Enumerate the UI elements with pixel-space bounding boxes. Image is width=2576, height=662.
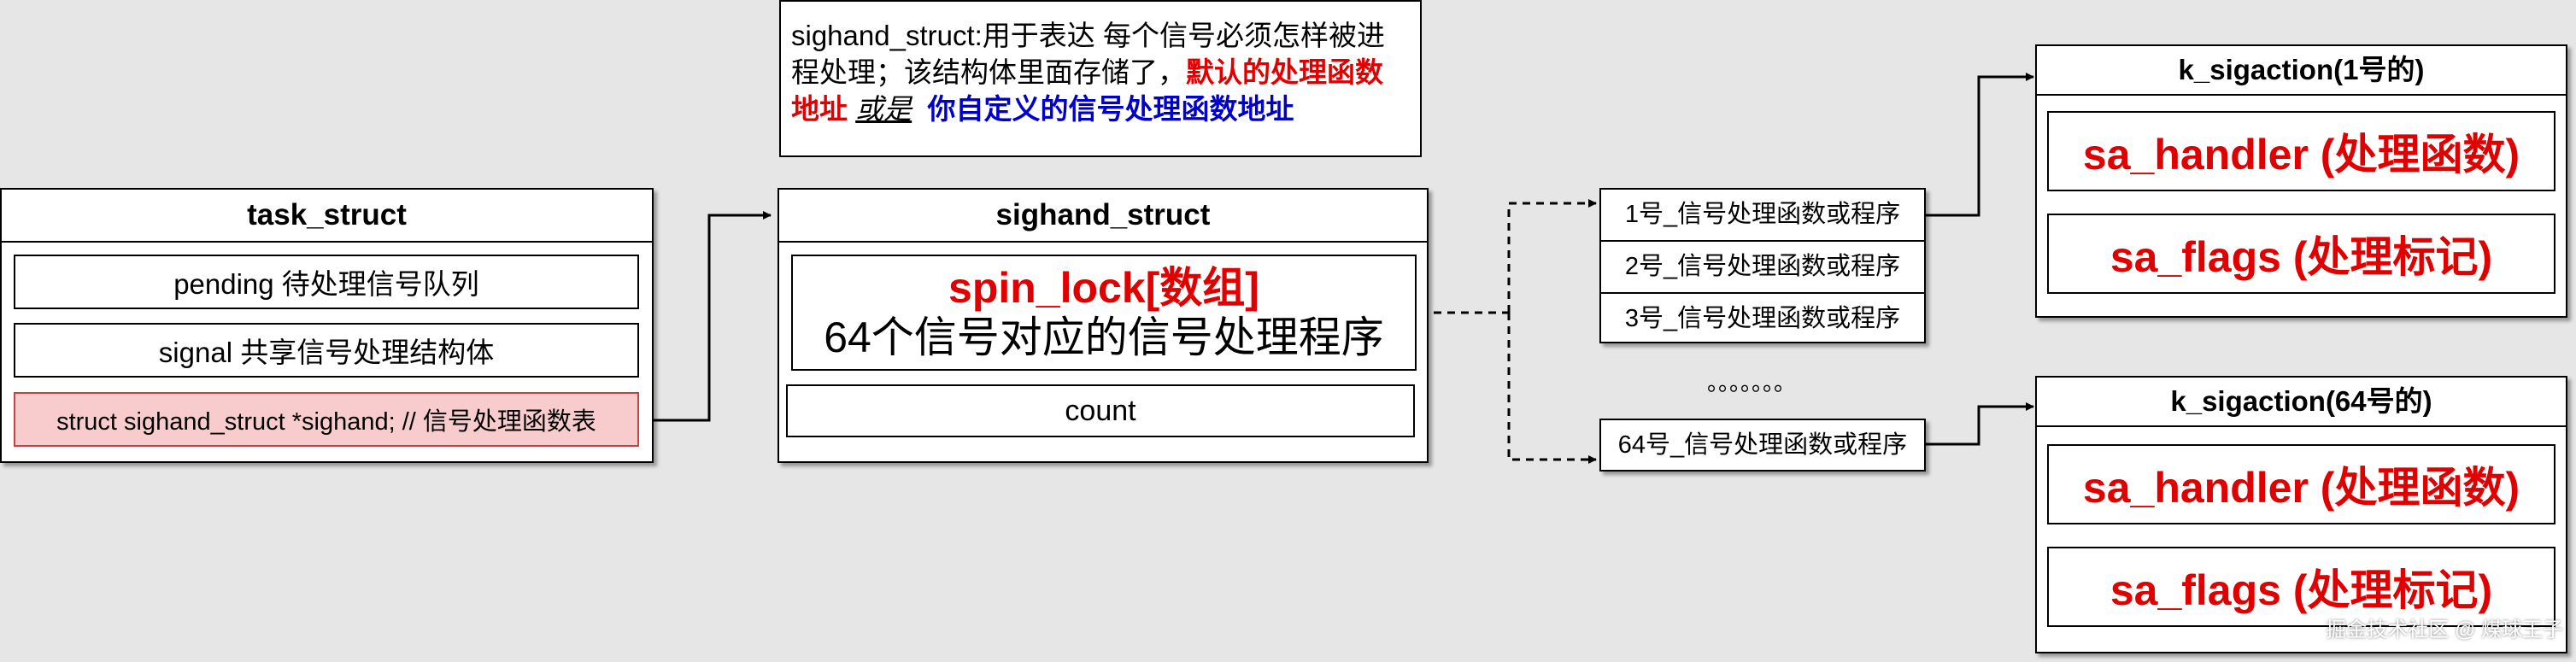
description-text: sighand_struct:用于表达 每个信号必须怎样被进程处理；该结构体里面… (781, 2, 1420, 127)
watermark: 掘金技术社区 @ 煤球王子 (2326, 618, 2563, 641)
field-pending: pending 待处理信号队列 (14, 255, 639, 309)
description-custom-handler: 你自定义的信号处理函数地址 (927, 93, 1294, 125)
description-default-handler: 默认的处理函数地址 (791, 56, 1383, 125)
sa-flags-1: sa_flags (处理标记) (2047, 214, 2555, 294)
handler-row-64: 64号_信号处理函数或程序 (1599, 419, 1926, 472)
spin-lock-array: spin_lock[数组] 64个信号对应的信号处理程序 (791, 255, 1417, 371)
dashed-arrow-row1 (1507, 199, 1597, 313)
handler-row: 2号_信号处理函数或程序 (1601, 242, 1924, 294)
sighand-struct-title: sighand_struct (779, 190, 1427, 243)
handler-ellipsis: 。。。。。。。 (1706, 370, 1796, 395)
arrow-row1-sigaction (1926, 73, 2034, 217)
spin-lock-label: spin_lock[数组] (948, 264, 1259, 312)
sa-handler-64: sa_handler (处理函数) (2047, 444, 2555, 524)
spin-lock-description: 64个信号对应的信号处理程序 (824, 313, 1384, 361)
handler-row: 1号_信号处理函数或程序 (1601, 190, 1924, 242)
description-note: sighand_struct:用于表达 每个信号必须怎样被进程处理；该结构体里面… (779, 0, 1422, 157)
arrow-row64-sigaction (1926, 402, 2034, 446)
dashed-arrow-row64 (1507, 313, 1597, 464)
description-part1: sighand_struct:用于表达 每个信号必须怎样被进程处理；该结构体里面… (791, 20, 1385, 88)
handler-table: 1号_信号处理函数或程序 2号_信号处理函数或程序 3号_信号处理函数或程序 (1599, 188, 1926, 343)
sa-flags-64: sa_flags (处理标记) (2047, 547, 2555, 627)
description-or: 或是 (855, 93, 912, 125)
k-sigaction-64-title: k_sigaction(64号的) (2037, 378, 2566, 427)
field-count: count (786, 384, 1415, 437)
sa-handler-1: sa_handler (处理函数) (2047, 111, 2555, 191)
task-struct-title: task_struct (2, 190, 652, 243)
arrow-sighand-pointer (639, 211, 772, 422)
k-sigaction-1-title: k_sigaction(1号的) (2037, 46, 2566, 96)
field-sighand-pointer: struct sighand_struct *sighand; // 信号处理函… (14, 392, 639, 447)
field-signal: signal 共享信号处理结构体 (14, 323, 639, 378)
handler-row: 3号_信号处理函数或程序 (1624, 305, 1901, 332)
